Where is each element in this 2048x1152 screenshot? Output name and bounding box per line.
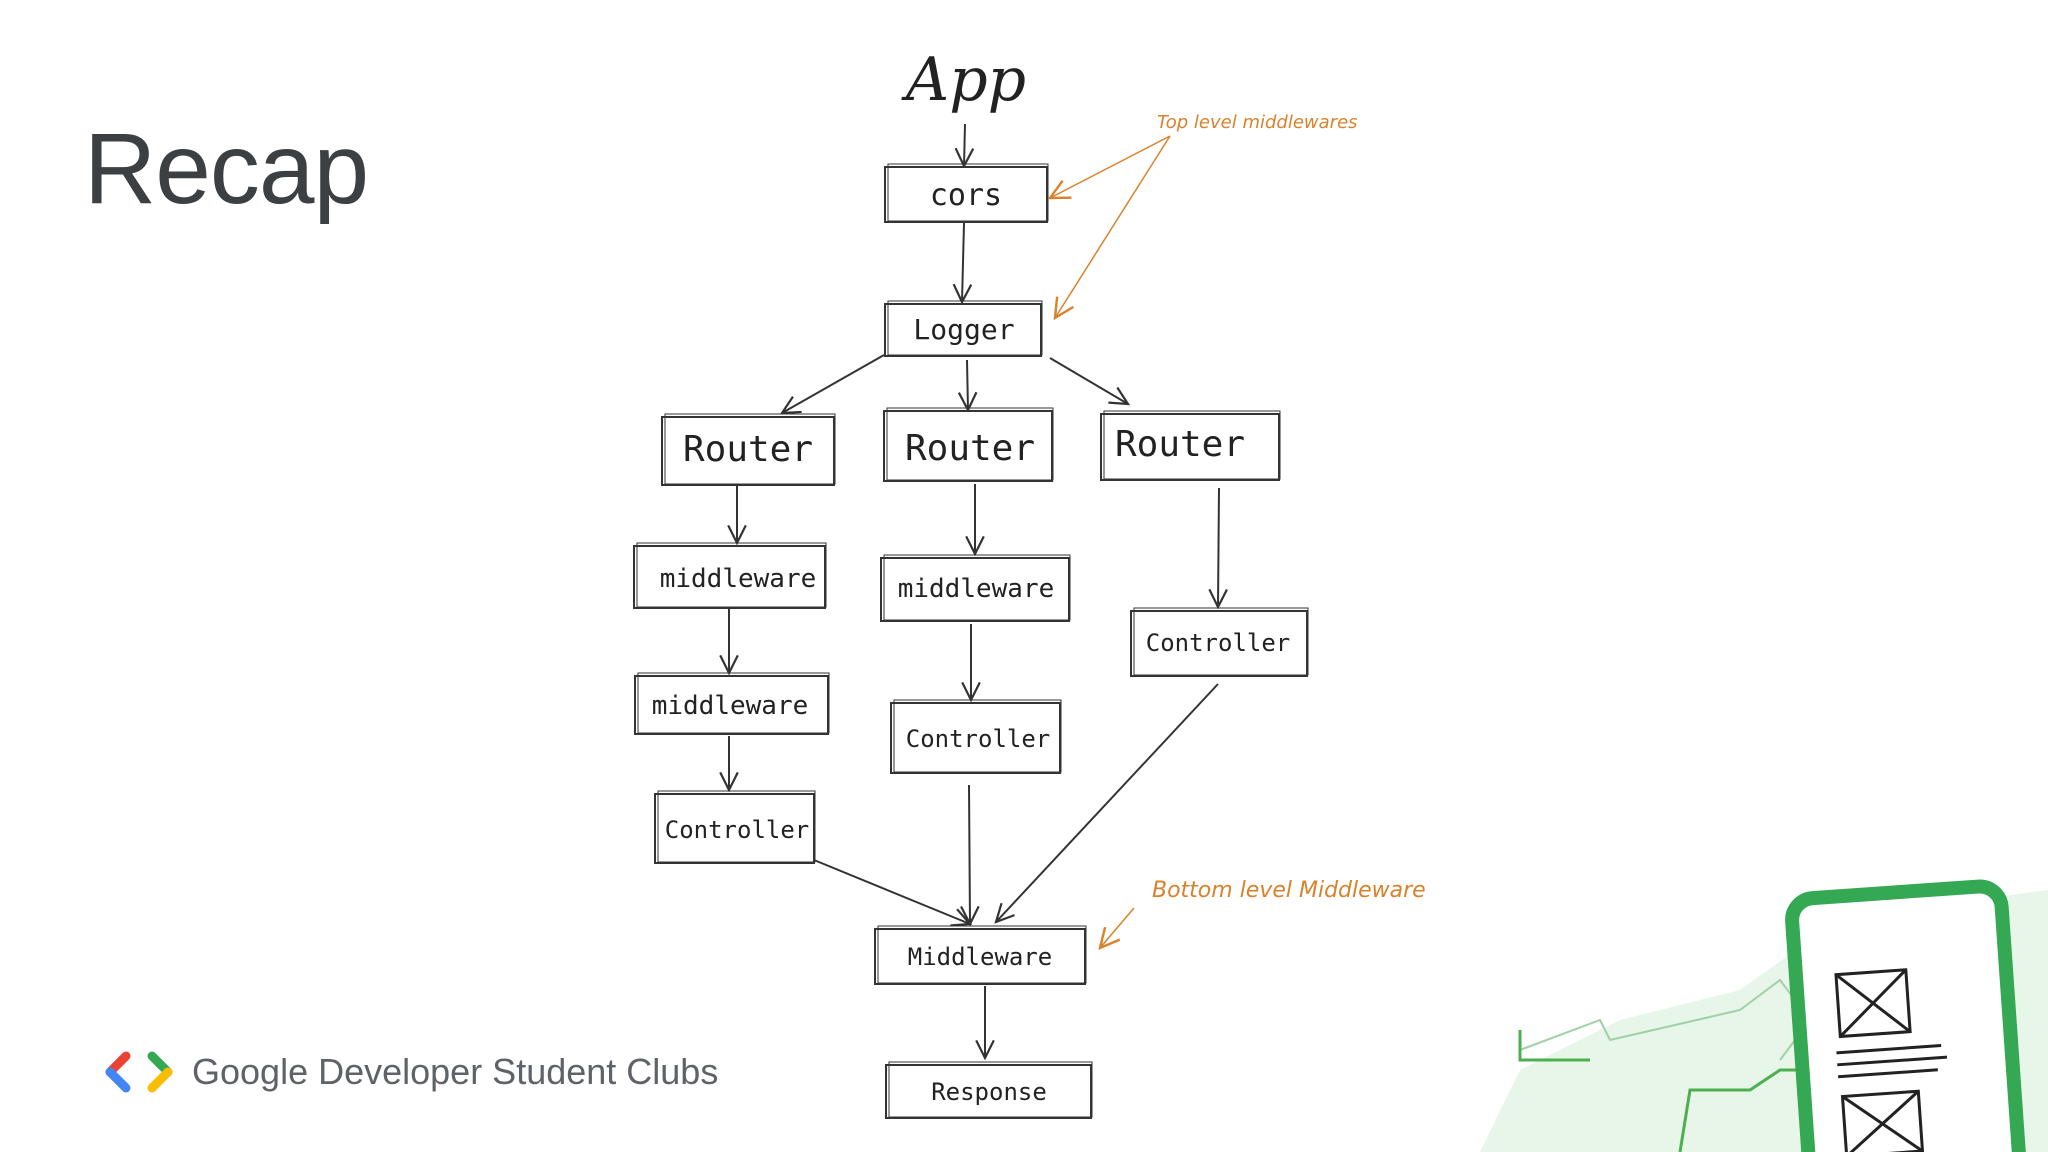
annotation-arrow-to-cors <box>1050 135 1171 198</box>
logger-box <box>884 300 1043 357</box>
controller-mid-box <box>890 699 1062 774</box>
gdsc-logo-icon <box>105 1051 173 1093</box>
controller-left-box <box>654 790 816 864</box>
response-label: Response <box>931 1078 1047 1106</box>
arrow-logger-router-left <box>782 354 885 413</box>
arrow-ctrl-left-mw-bottom <box>813 859 970 924</box>
annotation-arrow-to-mw-bottom <box>1100 907 1135 948</box>
arrow-logger-router-right <box>1049 357 1128 404</box>
annotation-top-arrows <box>1050 135 1171 318</box>
phone-icon <box>1785 879 2026 1152</box>
slide-title: Recap <box>84 113 369 225</box>
decorative-illustration <box>1480 879 2048 1152</box>
arrow-ctrl-mid-mw-bottom <box>969 784 970 924</box>
controller-left-label: Controller <box>665 816 810 844</box>
cors-label: cors <box>930 178 1002 213</box>
annotation-bottom-level: Bottom level Middleware <box>1152 878 1426 903</box>
brand-name: Google Developer Student Clubs <box>192 1051 719 1092</box>
middleware-mid-box <box>880 554 1071 622</box>
middleware-left-2-box <box>634 672 830 735</box>
router-left-label: Router <box>683 429 813 470</box>
connectors <box>729 123 1219 1058</box>
router-right-box <box>1100 410 1281 481</box>
response-box <box>885 1061 1093 1119</box>
logger-label: Logger <box>913 313 1014 346</box>
middleware-left-1-box <box>633 542 827 609</box>
middleware-left-2-label: middleware <box>652 691 809 721</box>
controller-right-box <box>1130 607 1309 677</box>
middleware-bottom-box <box>874 925 1087 985</box>
middleware-bottom-label: Middleware <box>908 943 1053 971</box>
router-left-box <box>661 413 836 486</box>
annotation-top-level: Top level middlewares <box>1157 112 1358 133</box>
annotation-arrow-to-logger <box>1055 135 1171 318</box>
arrow-logger-router-mid <box>967 359 968 410</box>
app-label: App <box>901 45 1026 115</box>
arrow-ctrl-right-mw-bottom <box>996 683 1219 922</box>
router-mid-label: Router <box>905 428 1035 469</box>
middleware-left-1-label: middleware <box>660 564 817 594</box>
arrow-app-cors <box>964 123 965 166</box>
controller-right-label: Controller <box>1146 629 1291 657</box>
footer-brand: Google Developer Student Clubs <box>104 1050 718 1094</box>
router-right-label: Router <box>1115 424 1245 465</box>
cors-box <box>884 163 1049 223</box>
middleware-mid-label: middleware <box>898 574 1055 604</box>
controller-mid-label: Controller <box>906 725 1051 753</box>
arrow-cors-logger <box>962 222 964 302</box>
arrow-router-right-ctrl-right <box>1218 487 1219 607</box>
router-mid-box <box>883 407 1054 482</box>
